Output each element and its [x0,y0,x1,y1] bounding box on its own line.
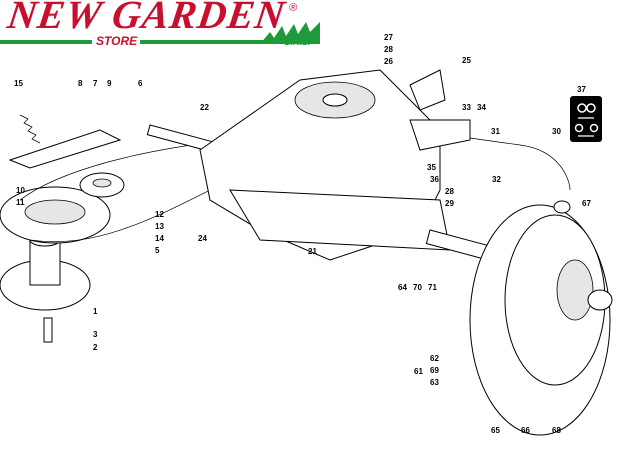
callout-label: 21 [308,247,317,256]
callout-label: 2 [93,343,98,352]
callout-label: 25 [462,56,471,65]
rear-wheel [469,200,613,436]
callout-label: 35 [427,163,436,172]
callout-label: 64 [398,283,407,292]
callout-label: 24 [198,234,207,243]
callout-label: 3 [93,330,98,339]
callout-label: 10 [16,186,25,195]
callout-label: 65 [491,426,500,435]
callout-label: 30 [552,127,561,136]
callout-label: 15 [14,79,23,88]
callout-label: 13 [155,222,164,231]
callout-label: 5 [155,246,160,255]
callout-label: 8 [78,79,83,88]
callout-label: 33 [462,103,471,112]
callout-label: 61 [414,367,423,376]
logo-sas: S.A.S. [284,37,311,47]
logo-registered: ® [289,2,298,14]
grass-icon [260,22,320,44]
logo-store: STORE [96,34,138,48]
callout-label: 7 [93,79,98,88]
callout-label: 12 [155,210,164,219]
idler-pulley [8,114,125,198]
callout-label: 63 [430,378,439,387]
logo-bar [140,40,290,44]
callout-label: 32 [492,175,501,184]
callout-label: 14 [155,234,164,243]
callout-label: 28 [384,45,393,54]
callout-label: 22 [200,103,209,112]
logo-bar [0,40,92,44]
callout-label: 26 [384,57,393,66]
callout-label: 68 [552,426,561,435]
callout-label: 34 [477,103,486,112]
callout-label: 67 [582,199,591,208]
logo-title-row: NEW GARDEN ® [5,0,298,37]
callout-label: 28 [445,187,454,196]
callout-label: 70 [413,283,422,292]
decal-37 [570,96,602,142]
transmission [146,69,508,265]
callout-label: 11 [16,198,25,207]
callout-label: 9 [107,79,112,88]
callout-label: 69 [430,366,439,375]
callout-label: 31 [491,127,500,136]
callout-label: 37 [577,85,586,94]
bracket-25 [409,69,446,111]
callout-label: 29 [445,199,454,208]
callout-label: 6 [138,79,143,88]
callout-label: 62 [430,354,439,363]
callout-label: 1 [93,307,98,316]
rod-30 [469,137,571,191]
callout-label: 36 [430,175,439,184]
callout-label: 27 [384,33,393,42]
engine-pulley [0,186,111,343]
callout-label: 71 [428,283,437,292]
callout-label: 66 [521,426,530,435]
